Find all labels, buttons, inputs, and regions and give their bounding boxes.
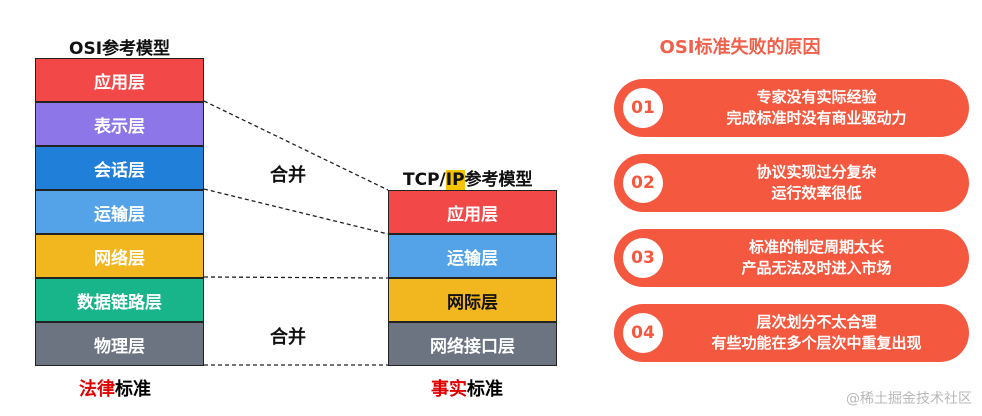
- reason-item: 03 标准的制定周期太长 产品无法及时进入市场: [614, 229, 969, 287]
- tcpip-footer: 事实标准: [431, 375, 503, 401]
- osi-layer-application: 应用层: [35, 58, 204, 102]
- tcpip-title-prefix: TCP/: [403, 170, 446, 190]
- reason-number: 04: [623, 313, 663, 353]
- reason-item: 01 专家没有实际经验 完成标准时没有商业驱动力: [614, 79, 969, 137]
- reason-text: 标准的制定周期太长 产品无法及时进入市场: [674, 229, 959, 287]
- reason-text: 协议实现过分复杂 运行效率很低: [674, 154, 959, 212]
- reason-line: 运行效率很低: [771, 184, 862, 202]
- reason-text: 层次划分不太合理 有些功能在多个层次中重复出现: [674, 304, 959, 362]
- osi-layer-presentation: 表示层: [35, 102, 204, 146]
- osi-layer-physical: 物理层: [35, 322, 204, 366]
- osi-footer: 法律标准: [79, 375, 151, 401]
- connector-top-application: [203, 100, 389, 191]
- reason-line: 协议实现过分复杂: [756, 163, 877, 181]
- connector-network: [203, 276, 389, 279]
- osi-layer-network: 网络层: [35, 234, 204, 278]
- reason-text: 专家没有实际经验 完成标准时没有商业驱动力: [674, 79, 959, 137]
- osi-layer-session: 会话层: [35, 146, 204, 190]
- connector-transport: [203, 188, 389, 235]
- tcpip-title-suffix: 参考模型: [464, 170, 533, 190]
- reason-item: 02 协议实现过分复杂 运行效率很低: [614, 154, 969, 212]
- tcpip-footer-rest: 标准: [467, 379, 503, 400]
- osi-footer-rest: 标准: [115, 379, 151, 400]
- reason-number: 03: [623, 238, 663, 278]
- reason-item: 04 层次划分不太合理 有些功能在多个层次中重复出现: [614, 304, 969, 362]
- tcpip-footer-highlight: 事实: [431, 379, 467, 400]
- reason-line: 专家没有实际经验: [756, 88, 877, 106]
- osi-layer-transport: 运输层: [35, 190, 204, 234]
- osi-footer-highlight: 法律: [79, 379, 115, 400]
- tcpip-layer-application: 应用层: [388, 190, 557, 234]
- tcpip-title-highlight: IP: [445, 170, 465, 190]
- tcpip-layer-link: 网络接口层: [388, 322, 557, 366]
- watermark: @稀土掘金技术社区: [846, 391, 972, 407]
- osi-layer-datalink: 数据链路层: [35, 278, 204, 322]
- reason-line: 层次划分不太合理: [756, 313, 877, 331]
- tcpip-layer-transport: 运输层: [388, 234, 557, 278]
- merge-label-upper: 合并: [270, 165, 306, 186]
- reason-line: 有些功能在多个层次中重复出现: [711, 334, 922, 352]
- reason-number: 02: [623, 163, 663, 203]
- tcpip-layer-internet: 网际层: [388, 278, 557, 322]
- tcpip-model-title: TCP/IP参考模型: [403, 165, 533, 190]
- reason-line: 完成标准时没有商业驱动力: [726, 109, 907, 127]
- reasons-title: OSI标准失败的原因: [659, 37, 821, 58]
- reason-line: 产品无法及时进入市场: [741, 259, 892, 277]
- reason-number: 01: [623, 88, 663, 128]
- merge-label-lower: 合并: [270, 327, 306, 348]
- osi-model-title: OSI参考模型: [69, 39, 171, 59]
- reason-line: 标准的制定周期太长: [748, 238, 884, 256]
